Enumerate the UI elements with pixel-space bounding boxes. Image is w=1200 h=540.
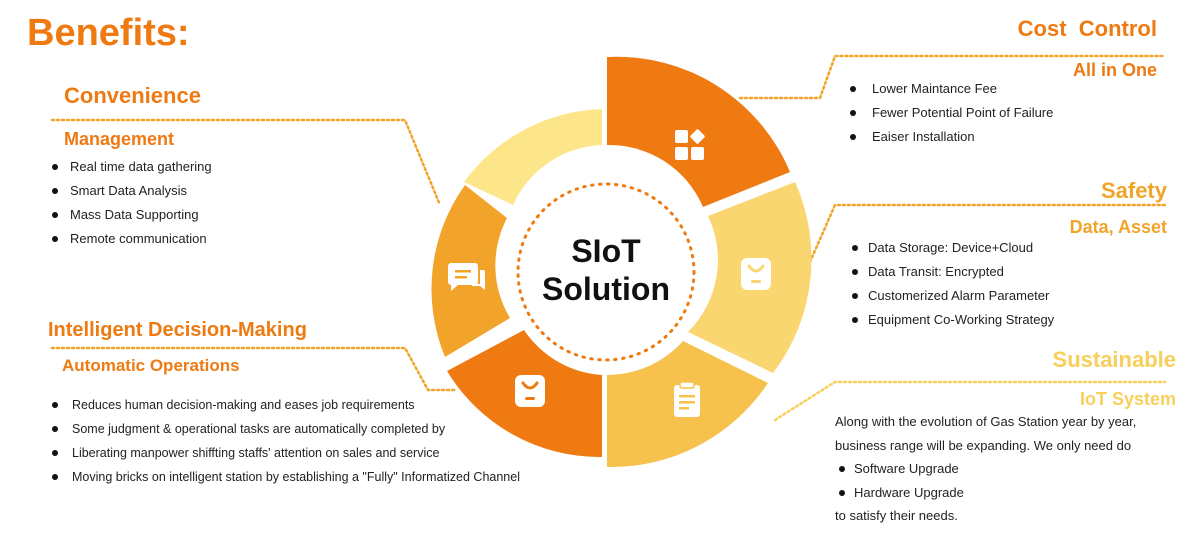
connector-decision [50,346,457,392]
cost-list: Lower Maintance Fee Fewer Potential Poin… [848,77,1053,149]
chat-messages-icon [448,263,485,291]
list-item: Mass Data Supporting [50,203,212,227]
convenience-heading: Convenience [64,83,201,108]
safety-list: Data Storage: Device+Cloud Data Transit:… [850,236,1054,332]
connector-safety [808,203,1167,264]
center-dotted-ring [516,182,696,362]
sustainable-line3: to satisfy their needs. [835,508,958,523]
list-item: Liberating manpower shiffting staffs' at… [50,441,520,465]
sustainable-subheading: IoT System [1079,389,1176,409]
connector-convenience [50,118,442,207]
list-item-label: Hardware Upgrade [854,484,964,500]
sustainable-line2: business range will be expanding. We onl… [835,437,1132,453]
list-item: Lower Maintance Fee [848,77,1053,101]
safety-heading: Safety [1100,178,1167,203]
list-item: Equipment Co-Working Strategy [850,308,1054,332]
center-circle [506,172,706,372]
center-label-line2: Solution [542,271,670,307]
sustainable-line1: Along with the evolution of Gas Station … [835,414,1137,429]
decision-subheading: Automatic Operations [62,356,240,375]
sustainable-heading: Sustainable [1052,347,1176,372]
cost-subheading: All in One [1072,60,1157,80]
device-badge-icon [515,375,545,407]
list-item: Remote communication [50,227,212,251]
connector-cost [738,54,1167,100]
list-item: Smart Data Analysis [50,179,212,203]
clipboard-icon [674,381,700,417]
center-label-line1: SIoT [571,233,641,269]
convenience-subheading: Management [64,129,175,149]
convenience-list: Real time data gathering Smart Data Anal… [50,155,212,251]
center-label: SIoT Solution [506,232,706,308]
list-item: Real time data gathering [50,155,212,179]
decision-heading: Intelligent Decision-Making [48,319,307,341]
list-item: Reduces human decision-making and eases … [50,393,520,417]
apps-grid-icon [675,129,705,160]
list-item-label: Software Upgrade [854,461,959,476]
list-item: Customerized Alarm Parameter [850,284,1054,308]
list-item: Hardware Upgrade [835,481,1136,505]
device-badge-icon [741,258,771,290]
page-title: Benefits: [27,12,190,54]
segment-top-left [464,109,602,205]
list-item: Data Transit: Encrypted [850,260,1054,284]
safety-subheading: Data, Asset [1069,217,1167,237]
list-item: Eaiser Installation [848,125,1053,149]
list-item: Software Upgrade [835,457,1136,481]
list-item: Some judgment & operational tasks are au… [50,417,520,441]
list-item: Data Storage: Device+Cloud [850,236,1054,260]
list-item: Moving bricks on intelligent station by … [50,465,520,489]
list-item: Fewer Potential Point of Failure [848,101,1053,125]
cost-heading: Cost Control [1017,16,1157,41]
connector-sustainable [773,380,1167,422]
decision-list: Reduces human decision-making and eases … [50,393,520,489]
sustainable-text: Along with the evolution of Gas Station … [835,410,1136,528]
